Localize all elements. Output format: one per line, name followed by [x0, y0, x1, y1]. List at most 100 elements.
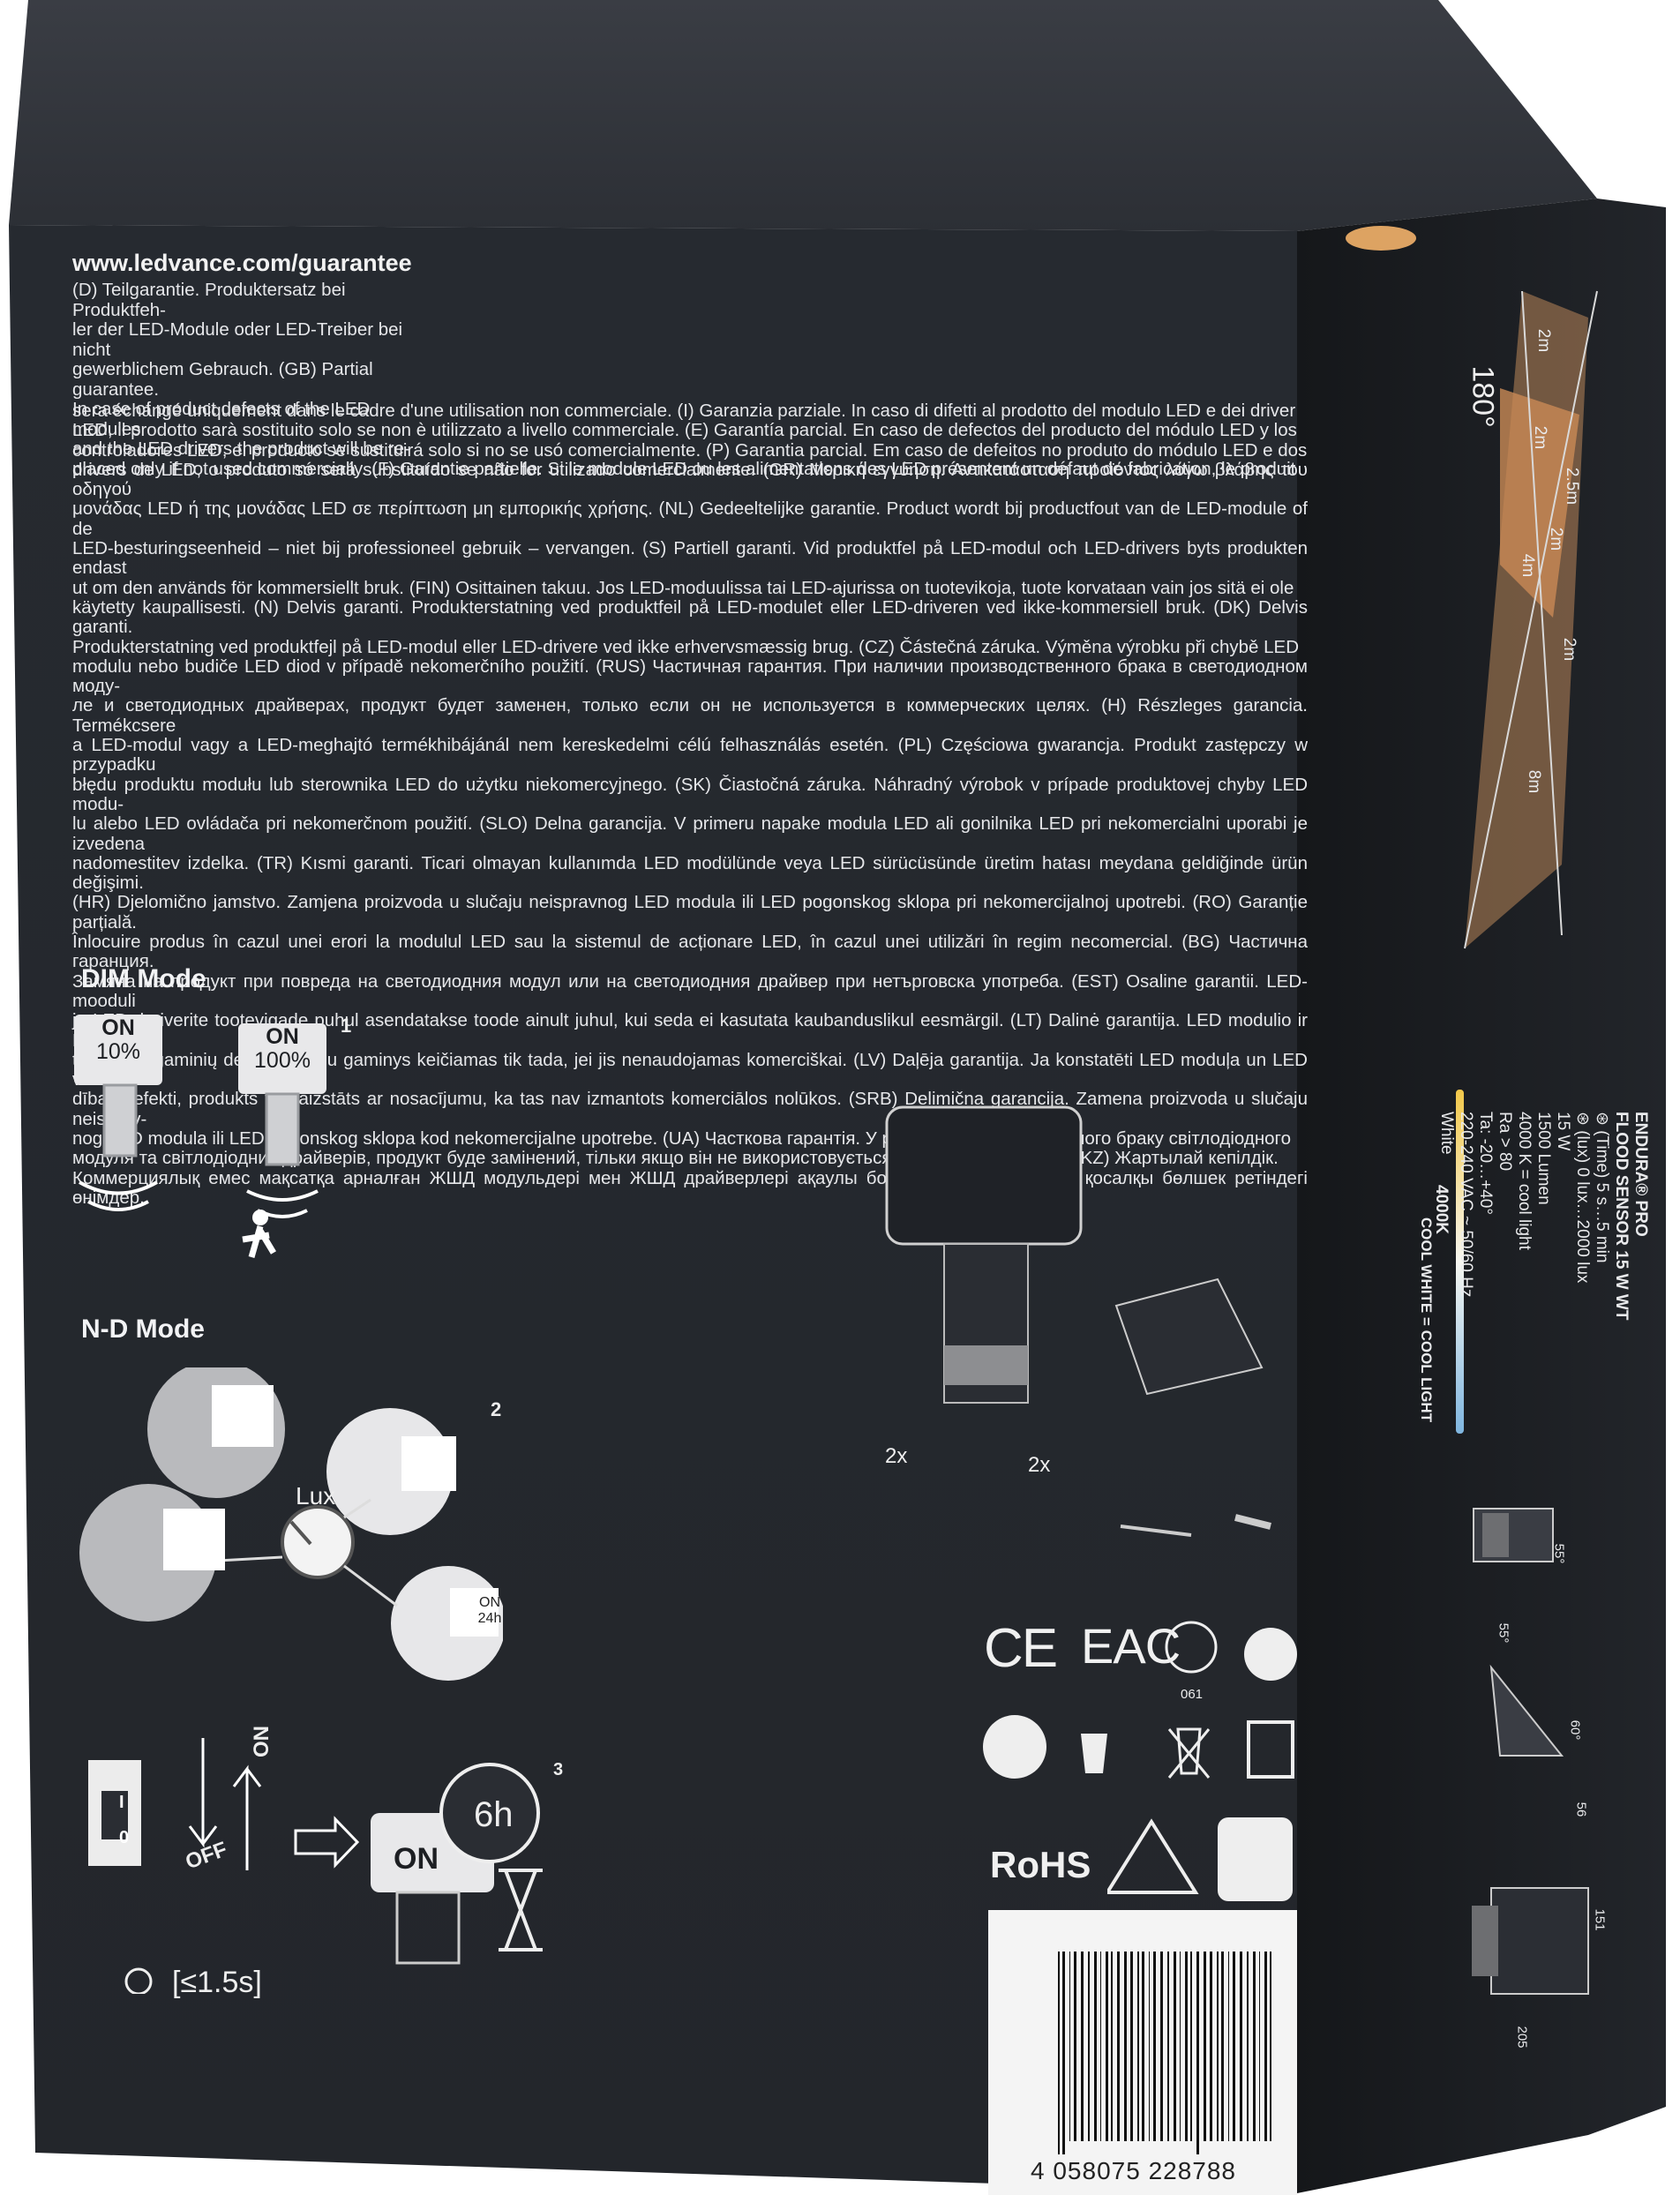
- gost-icon: [1165, 1621, 1218, 1674]
- spec-line: FLOOD SENSOR 15 W WT: [1612, 1112, 1631, 1321]
- cert-icons-row3: [1107, 1817, 1293, 1901]
- barcode-bar: [1185, 1952, 1188, 2141]
- angle-180-label: 180°: [1466, 365, 1500, 428]
- dist-3: 2.5m: [1563, 467, 1582, 506]
- guarantee-line: LED-besturingseenheid – niet bij profess…: [72, 538, 1308, 579]
- barcode-bar: [1233, 1952, 1235, 2141]
- tilt-angle-3: 60°: [1567, 1719, 1583, 1741]
- barcode-bar: [1088, 1952, 1090, 2141]
- barcode-bar: [1058, 1952, 1060, 2154]
- side-dimension-illustrations: [1472, 1508, 1589, 1995]
- barcode-bar: [1100, 1952, 1101, 2141]
- nd-mode-title: N-D Mode: [81, 1315, 205, 1344]
- dist-7: 8m: [1525, 769, 1544, 794]
- guarantee-line: nadomestitev izdelka. (TR) Kısmi garanti…: [72, 852, 1308, 894]
- barcode-bar: [1253, 1952, 1256, 2141]
- guarantee-line: placed only if not used commercially. (F…: [72, 458, 1296, 479]
- eac-mark: EAC: [1081, 1618, 1181, 1674]
- dist-6: 2m: [1560, 637, 1579, 662]
- barcode-bar: [1217, 1952, 1219, 2141]
- dim-left-line1: ON: [101, 1015, 135, 1040]
- barcode-bar: [1069, 1952, 1070, 2141]
- barcode-bar: [1153, 1952, 1156, 2141]
- guarantee-url[interactable]: www.ledvance.com/guarantee: [72, 250, 412, 276]
- barcode-bar: [1117, 1952, 1120, 2141]
- walking-person-icon: [252, 1210, 268, 1225]
- timer-6h-label: 6h: [474, 1795, 514, 1834]
- on-24h-label: ON 24h: [468, 1595, 512, 1627]
- barcode-bar: [1180, 1952, 1181, 2141]
- dist-2: 2m: [1531, 425, 1550, 450]
- guarantee-line: LED, il prodotto sarà sostituito solo se…: [72, 420, 1297, 441]
- spec-line: ENDURA® PRO: [1631, 1112, 1650, 1237]
- on24-line2: 24h: [477, 1611, 502, 1626]
- footnote-2: 2: [491, 1398, 502, 1420]
- dim-left-label: ON 10%: [74, 1016, 162, 1064]
- spec-line: 1500 Lumen: [1534, 1112, 1553, 1205]
- floodlight-product-illustration: [885, 1105, 1271, 1537]
- guarantee-line: Замяна на продукт при повреда на светоди…: [72, 970, 1308, 1011]
- dist-4: 2m: [1547, 527, 1566, 551]
- dim-height: 151: [1592, 1908, 1608, 1931]
- color-temperature-bar: [1456, 1090, 1464, 1434]
- guarantee-text-long: sera échangé uniquement dans le cadre d'…: [72, 401, 1308, 1208]
- barcode-bar: [1247, 1952, 1249, 2141]
- guarantee-line: (HR) Djelomično jamstvo. Zamjena proizvo…: [72, 892, 1308, 933]
- footnote-1: 1: [341, 1015, 352, 1037]
- barcode-bar: [1221, 1952, 1224, 2141]
- switch-on-mark: I: [119, 1793, 124, 1812]
- guarantee-line: In case of product defects of the LED mo…: [72, 399, 371, 439]
- side-specs: ENDURA® PRO FLOOD SENSOR 15 W WT ⊛ (Time…: [1332, 1112, 1650, 1465]
- guarantee-line: sera échangé uniquement dans le cadre d'…: [72, 401, 1296, 421]
- dim-right-line1: ON: [266, 1024, 299, 1049]
- spec-line: White: [1437, 1112, 1456, 1155]
- weee-icon: [1167, 1727, 1211, 1779]
- dim-width: 205: [1514, 2026, 1530, 2049]
- spec-line: 220-240 VAC ~ 50/60 Hz: [1457, 1112, 1475, 1298]
- barcode-bar: [1142, 1952, 1144, 2141]
- recycle-icon: [1244, 1628, 1297, 1681]
- barcode-digits: 4 058075 228788: [1031, 2157, 1236, 2184]
- barcode-bar: [1196, 1952, 1199, 2154]
- dist-1: 2m: [1534, 328, 1554, 353]
- tilt-angle-1: 55°: [1551, 1543, 1567, 1564]
- barcode-bar: [1062, 1952, 1065, 2154]
- dim-right-line2: 100%: [254, 1048, 311, 1073]
- barcode-bar: [1240, 1952, 1242, 2141]
- nd-mode-illustration: [79, 1367, 503, 1681]
- screws-quantity: 2x: [885, 1444, 908, 1468]
- barcode-bar: [1264, 1952, 1267, 2141]
- dim-depth: 56: [1573, 1802, 1589, 1817]
- guarantee-line: lu alebo LED ovládača pri nekomerčnom po…: [72, 813, 1308, 854]
- guarantee-line: controladores LED, el producto se sustit…: [72, 439, 1308, 461]
- rohs-mark: RoHS: [990, 1844, 1091, 1885]
- cert-icons-row2: [983, 1715, 1294, 1779]
- barcode-bar: [1094, 1952, 1097, 2141]
- guarantee-line: modulu nebo budiče LED diod v případě ne…: [72, 656, 1308, 697]
- guarantee-line: Înlocuire produs în cazul unei erori la …: [72, 932, 1308, 972]
- guarantee-line: ле и светодиодных драйверах, продукт буд…: [72, 695, 1308, 736]
- barcode-bar: [1167, 1952, 1169, 2141]
- code-061: 061: [1181, 1687, 1204, 1702]
- guarantee-line: ut om den används för kommersiellt bruk.…: [72, 577, 1294, 598]
- sensor-inner-zone: [1500, 388, 1579, 618]
- barcode-bar: [1204, 1952, 1206, 2141]
- box-side-face: [1297, 199, 1666, 2193]
- barcode-bar: [1190, 1952, 1192, 2141]
- barcode-bar: [1210, 1952, 1212, 2141]
- on24-line1: ON: [479, 1595, 500, 1610]
- barcode-bar: [1270, 1952, 1271, 2141]
- dim-right-label: ON 100%: [238, 1025, 326, 1073]
- lux-label: Lux: [296, 1482, 336, 1510]
- ce-mark: CE: [984, 1618, 1058, 1679]
- barcode-bar: [1074, 1952, 1076, 2141]
- barcode-bar: [1149, 1952, 1150, 2141]
- dim-left-line2: 10%: [95, 1039, 141, 1064]
- dist-5: 4m: [1519, 553, 1538, 578]
- spec-line: 4000 K = cool light: [1515, 1112, 1534, 1250]
- lux-dial: [281, 1505, 355, 1579]
- spec-line: 15 W: [1554, 1112, 1572, 1151]
- on-lamp-label: ON: [394, 1842, 439, 1876]
- guarantee-text-short: (D) Teilgarantie. Produktersatz bei Prod…: [72, 280, 1295, 479]
